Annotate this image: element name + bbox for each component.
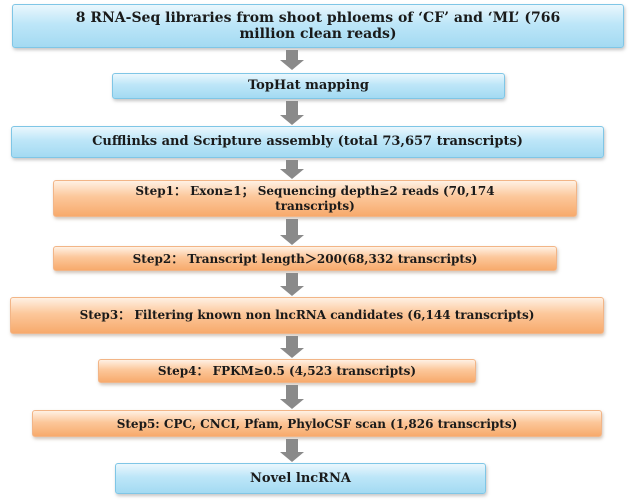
step1-box: Step1： Exon≥1； Sequencing depth≥2 reads … [53, 180, 577, 217]
libraries-box: 8 RNA-Seq libraries from shoot phloems o… [12, 4, 624, 48]
tophat-text: TopHat mapping [247, 78, 370, 93]
step4-box: Step4： FPKM≥0.5 (4,523 transcripts) [98, 359, 476, 383]
cufflinks-box: Cufflinks and Scripture assembly (total … [11, 126, 604, 158]
novel-text: Novel lncRNA [250, 470, 351, 486]
step4-text: Step4： FPKM≥0.5 (4,523 transcripts) [157, 364, 417, 378]
step2-box: Step2： Transcript length＞200(68,332 tran… [53, 246, 557, 271]
libraries-text: 8 RNA-Seq libraries from shoot phloems o… [75, 10, 561, 42]
cufflinks-text: Cufflinks and Scripture assembly (total … [92, 134, 523, 149]
novel-box: Novel lncRNA [115, 463, 486, 494]
step2-text: Step2： Transcript length＞200(68,332 tran… [132, 251, 478, 266]
step1-text: Step1： Exon≥1； Sequencing depth≥2 reads … [135, 183, 495, 213]
step5-box: Step5: CPC, CNCI, Pfam, PhyloCSF scan (1… [32, 410, 602, 437]
step3-box: Step3： Filtering known non lncRNA candid… [10, 297, 604, 334]
step5-text: Step5: CPC, CNCI, Pfam, PhyloCSF scan (1… [116, 416, 518, 431]
tophat-box: TopHat mapping [112, 73, 505, 99]
step3-text: Step3： Filtering known non lncRNA candid… [79, 308, 535, 322]
